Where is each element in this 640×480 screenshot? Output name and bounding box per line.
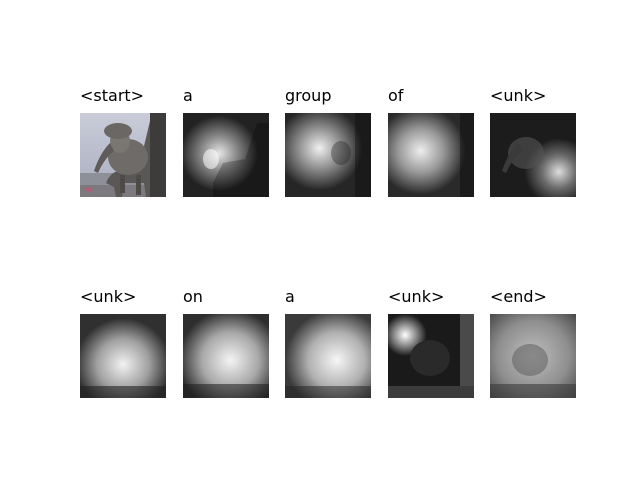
elephant-photo xyxy=(80,113,166,197)
attention-map xyxy=(183,314,269,398)
word-label: on xyxy=(183,287,203,306)
word-label: <unk> xyxy=(388,287,445,306)
frame-start: <start> xyxy=(80,87,166,197)
attention-map xyxy=(183,113,269,197)
word-label: group xyxy=(285,86,332,105)
attention-map xyxy=(80,314,166,398)
attention-map xyxy=(285,113,371,197)
frame-word-of: of xyxy=(388,87,474,197)
frame-word-a-2: a xyxy=(285,288,371,398)
attention-map xyxy=(490,113,576,197)
frame-word-unk-3: <unk> xyxy=(388,288,474,398)
frame-word-unk-1: <unk> xyxy=(490,87,576,197)
frame-word-end: <end> xyxy=(490,288,576,398)
word-label: <unk> xyxy=(490,86,547,105)
frame-word-group: group xyxy=(285,87,371,197)
attention-map xyxy=(285,314,371,398)
word-label: of xyxy=(388,86,404,105)
attention-map xyxy=(490,314,576,398)
attention-map xyxy=(388,113,474,197)
attention-map xyxy=(388,314,474,398)
word-label: <end> xyxy=(490,287,547,306)
word-label: a xyxy=(183,86,193,105)
frame-word-a: a xyxy=(183,87,269,197)
word-label: a xyxy=(285,287,295,306)
frame-word-on: on xyxy=(183,288,269,398)
frame-word-unk-2: <unk> xyxy=(80,288,166,398)
word-label: <unk> xyxy=(80,287,137,306)
word-label: <start> xyxy=(80,86,145,105)
